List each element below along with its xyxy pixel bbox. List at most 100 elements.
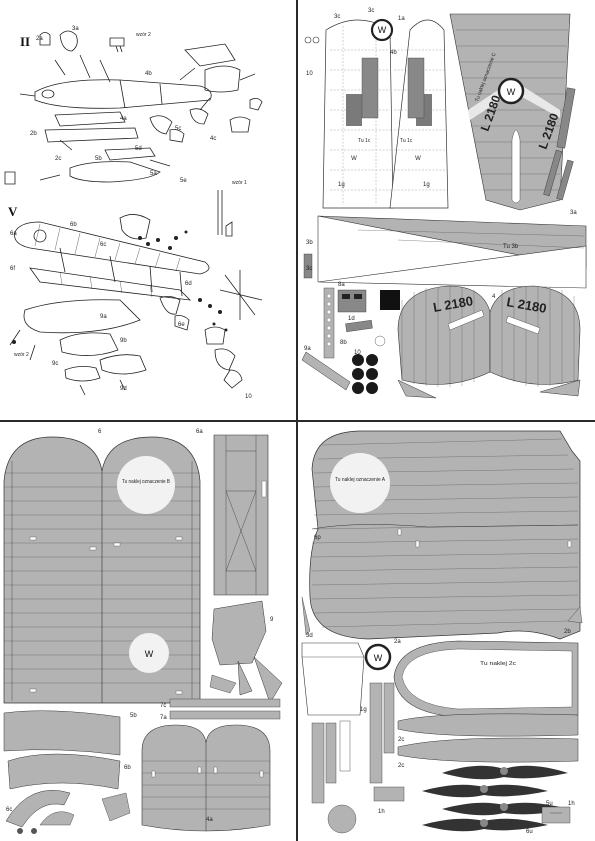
instrument-dials (352, 335, 386, 394)
svg-text:2c: 2c (398, 763, 404, 769)
svg-text:3a: 3a (72, 26, 79, 32)
svg-text:3b: 3b (306, 240, 313, 246)
propellers (422, 765, 568, 832)
panel-5b (3, 710, 121, 756)
svg-text:4b: 4b (390, 50, 397, 56)
svg-text:8b: 8b (340, 340, 347, 346)
svg-text:9c: 9c (52, 361, 58, 367)
pattern-label-2: wzór 1 (232, 180, 247, 186)
pattern-label-1: wzór 2 (136, 32, 151, 38)
svg-text:6: 6 (98, 429, 102, 435)
sheet3-part-labels: 6 6a 9 5b 7c 7a 6b 6c 4a (6, 429, 274, 823)
vertical-strips (311, 682, 395, 804)
strip-9a (301, 351, 351, 391)
svg-text:W: W (507, 87, 516, 97)
wing-panel-outline-left: W Tu 1c (322, 19, 394, 209)
small-fittings-left (304, 36, 320, 44)
sheet4-part-labels: 6p 3d 2a 1g 2c 2c 2b 1h 5u 1h 6u (306, 535, 575, 835)
svg-text:1g: 1g (423, 182, 430, 188)
marker-circle-a (330, 453, 390, 513)
svg-text:6b: 6b (124, 765, 131, 771)
svg-text:10: 10 (245, 394, 252, 400)
roundel-w-lower (129, 633, 169, 673)
svg-text:1d: 1d (348, 316, 355, 322)
svg-text:9d: 9d (120, 386, 127, 392)
part-9 (211, 600, 267, 666)
svg-text:6a: 6a (196, 429, 203, 435)
svg-text:4c: 4c (210, 136, 216, 142)
svg-text:6c: 6c (100, 242, 106, 248)
note-a-line: Tu naklej oznaczenie A (335, 477, 385, 483)
svg-text:3a: 3a (570, 210, 577, 216)
svg-text:6c: 6c (6, 807, 12, 813)
svg-text:3c: 3c (368, 8, 374, 14)
small-fittings (12, 230, 228, 344)
sheet-wing-tail-parts: W Tu 1c W Tu 1c W (298, 0, 595, 420)
svg-text:5b: 5b (130, 713, 137, 719)
part-cross (101, 792, 131, 822)
svg-text:5e: 5e (180, 178, 187, 184)
svg-text:6u: 6u (526, 829, 533, 835)
svg-text:Tu 1c: Tu 1c (400, 138, 413, 144)
svg-text:6d: 6d (185, 281, 192, 287)
parts-9c (237, 656, 283, 704)
svg-text:3c: 3c (334, 14, 340, 20)
float-outline: Tu naklej 2c (393, 640, 579, 718)
svg-text:W: W (145, 649, 154, 659)
strip-1a (361, 57, 379, 119)
svg-text:2b: 2b (564, 629, 571, 635)
svg-text:W: W (415, 156, 421, 162)
exploded-fuselage-top (4, 30, 263, 185)
note-b-line: Tu naklej oznaczenie B (122, 479, 170, 485)
svg-text:5u: 5u (546, 801, 553, 807)
strips-right (543, 87, 576, 201)
svg-text:3d: 3d (306, 633, 313, 639)
long-panel-3b: Tu 3b (317, 215, 587, 289)
svg-text:1g: 1g (338, 182, 345, 188)
svg-text:4b: 4b (145, 71, 152, 77)
svg-text:8a: 8a (338, 282, 345, 288)
strip-1a-b (407, 57, 425, 119)
assembly-drawing: II (4, 26, 263, 400)
svg-text:6f: 6f (10, 266, 15, 272)
panel-6b (7, 753, 121, 790)
lower-wing-panel-4a (141, 724, 271, 832)
svg-text:6a: 6a (10, 231, 17, 237)
svg-text:5d: 5d (135, 146, 142, 152)
parts-8a (337, 289, 367, 313)
panel-6c (5, 790, 71, 828)
sheet-upper-wing: Tu naklej oznaczenie B W (0, 421, 297, 841)
glue-note-2c: Tu naklej 2c (480, 661, 516, 667)
float-half-1 (397, 713, 579, 737)
svg-text:10: 10 (306, 71, 313, 77)
svg-text:7a: 7a (160, 715, 167, 721)
svg-text:6b: 6b (70, 222, 77, 228)
svg-text:W: W (378, 25, 387, 35)
svg-text:2c: 2c (398, 737, 404, 743)
disc-part (327, 804, 357, 834)
svg-text:5c: 5c (175, 126, 181, 132)
sheet-lower-wing-parts: Tu naklej oznaczenie A W Tu naklej 2c (298, 421, 595, 841)
bottom-part-labels: 6a 6b 6c 6d 6e 6f 9a 9b 9c 9d 10 (10, 222, 252, 400)
svg-text:1a: 1a (398, 16, 405, 22)
svg-text:2a: 2a (394, 639, 401, 645)
part-5u (541, 806, 571, 824)
black-square (380, 290, 400, 310)
section-roman-v: V (8, 204, 18, 219)
fuselage-box (301, 642, 365, 716)
float-half-2 (397, 737, 579, 763)
svg-text:3c: 3c (306, 266, 312, 272)
lower-wing-drawing: Tu naklej oznaczenie A W Tu naklej 2c (301, 430, 583, 835)
registration-stab-left: L 2180 (432, 293, 474, 315)
svg-text:5b: 5b (95, 156, 102, 162)
registration-stab-right: L 2180 (505, 294, 547, 316)
strip-7c (169, 698, 281, 708)
strip-7a (169, 710, 281, 720)
svg-text:1h: 1h (378, 809, 385, 815)
section-roman-ii: II (20, 34, 30, 49)
svg-text:9: 9 (270, 617, 274, 623)
biplane-assembly (9, 190, 263, 396)
glue-note-3b: Tu 3b (503, 244, 519, 250)
strip-8b (345, 320, 373, 332)
svg-text:W: W (374, 653, 383, 663)
